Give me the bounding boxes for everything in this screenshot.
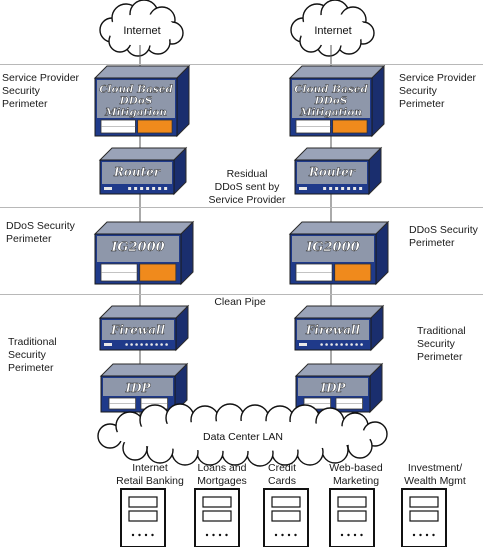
zone-label-ddos-left: DDoS Security Perimeter — [6, 220, 75, 245]
router-device-left-label-line: Router — [113, 165, 162, 179]
cloud-mitigation-device-right-label-line: DDoS — [314, 95, 348, 107]
internet-label: Internet — [123, 25, 160, 37]
cloud-mitigation-device-right-label-line: Cloud Based — [294, 84, 368, 96]
internet-cloud-left: Internet — [99, 0, 184, 57]
ig2000-device-right-label-line: IG2000 — [305, 240, 359, 255]
cloud-mitigation-device-left-label-line: DDoS — [119, 95, 153, 107]
zone-label-ddos-right: DDoS Security Perimeter — [409, 224, 478, 249]
router-device-right-label-line: Router — [308, 165, 357, 179]
router-device-left: Router — [98, 146, 188, 196]
ig2000-device-left-label-line: IG2000 — [110, 240, 164, 255]
server-tower-3 — [263, 488, 309, 548]
idp-device-left-label-line: IDP — [124, 381, 151, 395]
server-label-credit-cards: Credit Cards — [267, 462, 296, 487]
firewall-device-right: Firewall — [293, 304, 385, 352]
server-tower-4 — [329, 488, 375, 548]
firewall-device-left: Firewall — [98, 304, 190, 352]
clean-pipe-annotation: Clean Pipe — [214, 296, 266, 308]
firewall-device-right-label-line: Firewall — [305, 323, 361, 337]
separator-line-2 — [0, 207, 483, 208]
residual-ddos-annotation: Residual DDoS sent by Service Provider — [208, 168, 286, 206]
zone-label-service-provider-left: Service Provider Security Perimeter — [2, 72, 80, 110]
idp-device-left: IDP — [99, 362, 189, 414]
cloud-mitigation-device-right-label-line: Mitigation — [299, 107, 362, 119]
firewall-device-left-label-line: Firewall — [110, 323, 166, 337]
internet-cloud-right: Internet — [290, 0, 375, 57]
router-device-right: Router — [293, 146, 383, 196]
server-label-internet-retail-banking: Internet Retail Banking — [116, 462, 184, 487]
idp-device-right: IDP — [294, 362, 384, 414]
server-label-loans-and-mortgages: Loans and Mortgages — [197, 462, 247, 487]
zone-label-traditional-left: Traditional Security Perimeter — [8, 336, 57, 374]
internet-label: Internet — [314, 25, 351, 37]
zone-label-traditional-right: Traditional Security Perimeter — [417, 325, 466, 363]
ig2000-device-right: IG2000 — [288, 220, 390, 286]
server-label-investment-wealth-mgmt: Investment/ Wealth Mgmt — [404, 462, 466, 487]
separator-line-1 — [0, 64, 483, 65]
server-label-web-based-marketing: Web-based Marketing — [329, 462, 383, 487]
idp-device-right-label-line: IDP — [319, 381, 346, 395]
zone-label-service-provider-right: Service Provider Security Perimeter — [399, 72, 477, 110]
ig2000-device-left: IG2000 — [93, 220, 195, 286]
lan-label: Data Center LAN — [203, 431, 283, 443]
data-center-lan-cloud: Data Center LAN — [97, 403, 388, 467]
server-tower-5 — [401, 488, 447, 548]
server-tower-1 — [120, 488, 166, 548]
server-tower-2 — [194, 488, 240, 548]
cloud-mitigation-device-left-label-line: Cloud Based — [99, 84, 173, 96]
cloud-mitigation-device-left-label-line: Mitigation — [104, 107, 167, 119]
separator-line-3 — [0, 294, 483, 295]
